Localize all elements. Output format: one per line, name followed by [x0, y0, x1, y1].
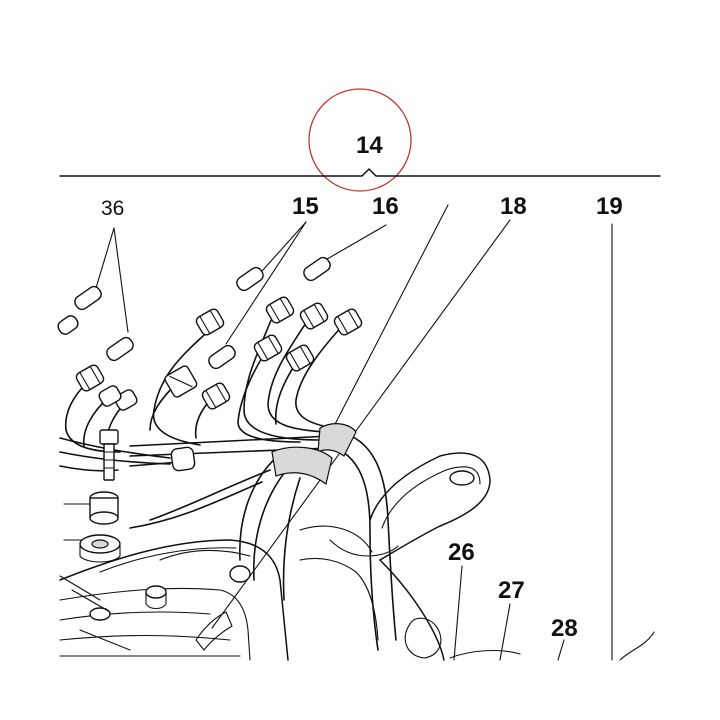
callout-28: 28: [551, 615, 578, 642]
bolt-head: [99, 429, 119, 445]
callout-15: 15: [292, 193, 319, 220]
connector-plugs: [75, 296, 363, 411]
highlight-circle: [308, 88, 412, 192]
connector-36b: [106, 336, 134, 362]
engine-housing: [59, 525, 399, 661]
connector-36a: [74, 285, 102, 311]
connector-15b: [208, 344, 236, 370]
frame-bracket: [369, 452, 655, 661]
callout-26: 26: [448, 539, 475, 566]
bolt-shank: [103, 443, 115, 481]
callout-14: 14: [356, 132, 383, 159]
callout-19: 19: [596, 193, 623, 220]
engine-boss: [229, 565, 251, 583]
harness-sleeves: [170, 423, 357, 486]
bracket-line: [59, 168, 661, 177]
connector-16: [303, 256, 331, 282]
wire-harness: [59, 317, 397, 651]
connector-15a: [236, 266, 264, 292]
connector-36c: [57, 315, 79, 335]
bolt-assembly: [79, 429, 121, 563]
callout-16: 16: [372, 193, 399, 220]
callout-36: 36: [101, 197, 125, 220]
callout-18: 18: [500, 193, 527, 220]
loose-connectors: [57, 256, 331, 370]
callout-27: 27: [498, 577, 525, 604]
